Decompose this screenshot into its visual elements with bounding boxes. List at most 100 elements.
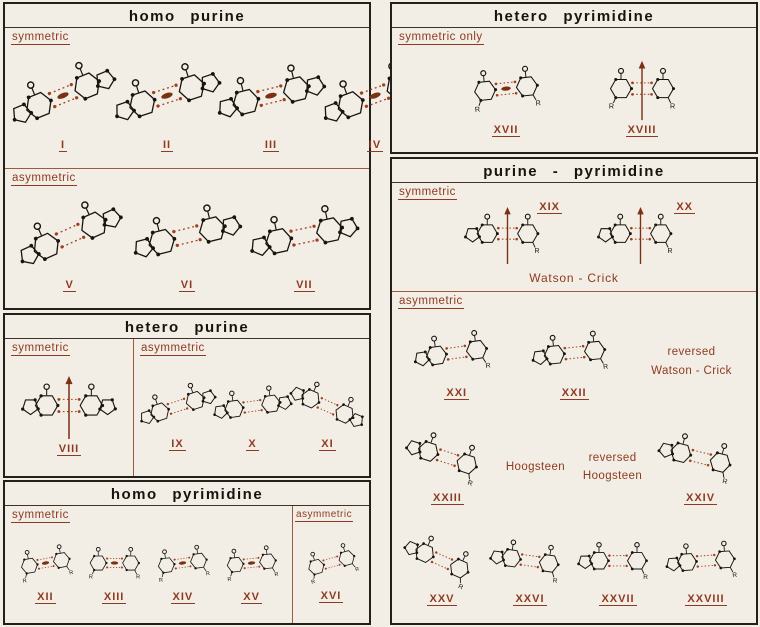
- base-pair-drawing: [21, 376, 117, 439]
- section-label-symmetric: symmetric: [11, 509, 70, 523]
- structure-numeral: XVII: [491, 123, 521, 137]
- section-divider: [5, 167, 369, 169]
- structure-II: II: [115, 59, 222, 152]
- structure-XI: XI: [289, 380, 365, 451]
- hetero-purine-symmetric-section: symmetric VIII: [5, 339, 133, 476]
- structure-numeral: IX: [169, 437, 186, 451]
- title-divider: [392, 182, 756, 183]
- section-label-asymmetric: asymmetric: [398, 295, 464, 309]
- panel-hetero-pyrimidine-title: hetero pyrimidine: [493, 8, 655, 25]
- svg-text:R: R: [609, 102, 614, 110]
- structure-XXVI: R XXVI: [489, 534, 568, 607]
- svg-text:R: R: [466, 480, 473, 488]
- svg-text:R: R: [670, 102, 675, 110]
- structure-numeral: I: [58, 138, 68, 152]
- svg-text:R: R: [643, 574, 648, 581]
- svg-text:R: R: [552, 578, 558, 586]
- structure-XXII: R XXII: [531, 324, 615, 400]
- title-divider: [5, 338, 369, 339]
- svg-text:R: R: [457, 583, 464, 591]
- structure-III: III: [217, 59, 327, 152]
- base-pair-drawing: RR: [226, 545, 279, 583]
- base-pair-drawing: [140, 382, 217, 424]
- structure-numeral: X: [246, 437, 259, 451]
- svg-text:R: R: [159, 577, 164, 583]
- base-pair-drawing: R: [403, 535, 470, 592]
- svg-text:R: R: [732, 572, 737, 579]
- svg-text:R: R: [310, 579, 315, 586]
- structure-numeral: XXIV: [683, 491, 718, 505]
- title-divider: [392, 27, 756, 28]
- structure-VIII: VIII: [21, 374, 117, 456]
- panel-hetero-purine-title: hetero purine: [124, 319, 250, 336]
- structure-XXI: R XXI: [414, 324, 497, 400]
- svg-text:R: R: [69, 570, 74, 577]
- structure-VII: VII: [250, 199, 360, 293]
- structure-IX: IX: [140, 380, 217, 451]
- base-pair-drawing: R: [489, 539, 560, 586]
- panel-homo-pyrimidine-title: homo pyrimidine: [110, 486, 264, 503]
- structure-numeral: XIX: [537, 200, 562, 214]
- structure-numeral: XIII: [101, 591, 127, 604]
- structure-numeral: XII: [35, 591, 56, 604]
- annotation-label: Hoogsteen: [505, 460, 566, 473]
- structure-numeral: XXV: [427, 593, 457, 607]
- structure-numeral: XXI: [444, 386, 470, 400]
- base-pair-drawing: [250, 205, 360, 257]
- base-pair-drawing: R: [414, 329, 491, 370]
- base-pair-drawing: [289, 381, 364, 427]
- base-pair-drawing: R: [531, 330, 608, 371]
- structure-numeral: XXVI: [513, 593, 547, 607]
- structure-numeral: II: [160, 138, 174, 152]
- base-pair-drawing: [217, 64, 327, 118]
- structure-numeral: XXII: [559, 386, 589, 400]
- base-pair-drawing: R: [464, 206, 539, 264]
- svg-text:R: R: [22, 578, 27, 585]
- base-pair-drawing: RR: [158, 544, 211, 584]
- svg-text:R: R: [88, 575, 92, 581]
- base-pair-drawing: [115, 62, 222, 121]
- base-pair-drawing: [213, 384, 293, 419]
- structure-numeral: VII: [294, 279, 315, 293]
- structure-numeral: XVIII: [625, 123, 659, 137]
- vertical-divider: [133, 339, 134, 476]
- structure-numeral: XV: [241, 591, 262, 604]
- svg-text:R: R: [535, 99, 541, 107]
- structure-numeral: III: [262, 138, 280, 152]
- section-label-symmetric: symmetric: [11, 342, 70, 356]
- structure-numeral: IV: [366, 138, 384, 152]
- structure-V: V: [18, 199, 123, 293]
- section-divider: [392, 291, 756, 292]
- structure-VI: VI: [133, 199, 243, 293]
- base-pair-drawing: RR: [20, 544, 74, 585]
- title-divider: [5, 505, 369, 506]
- structure-row: IX X XI: [140, 356, 365, 474]
- structure-numeral: XXVII: [599, 593, 637, 607]
- section-label-asymmetric: asymmetric: [295, 509, 354, 522]
- structure-numeral: XXIII: [431, 491, 464, 505]
